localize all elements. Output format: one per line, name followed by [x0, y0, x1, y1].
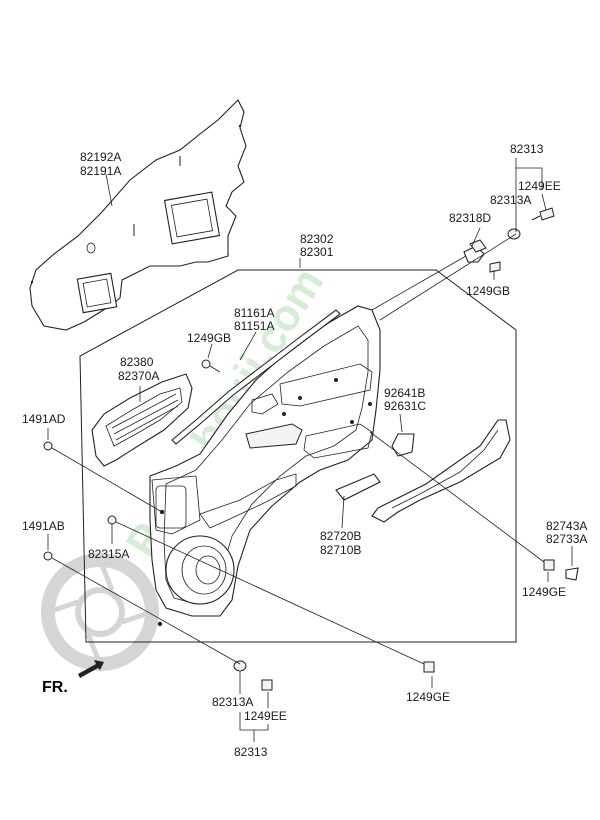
- label-82743a: 82743A: [546, 519, 587, 533]
- label-1491ab: 1491AB: [22, 519, 65, 533]
- bracket-82318d: [463, 239, 487, 263]
- label-1249ge-right: 1249GE: [522, 585, 566, 599]
- screw-1249ee-bottom: [261, 679, 273, 691]
- label-92641b: 92641B: [384, 386, 425, 400]
- label-1249ee-bottom: 1249EE: [244, 709, 287, 723]
- label-1249ge-bottom: 1249GE: [406, 690, 450, 704]
- label-82191a: 82191A: [80, 164, 121, 178]
- label-1249ee-top: 1249EE: [518, 179, 561, 193]
- label-82313-top: 82313: [510, 142, 544, 156]
- label-1491ad: 1491AD: [22, 412, 66, 426]
- label-92631c: 92631C: [384, 399, 426, 413]
- door-sealing-sheet: [29, 99, 247, 331]
- tweeter-grille-bezel: [91, 373, 193, 467]
- screw-1249ee-top: [531, 207, 555, 221]
- label-82318d: 82318D: [449, 211, 491, 225]
- label-82301: 82301: [300, 245, 334, 259]
- label-82720b: 82720B: [320, 529, 361, 543]
- belt-weatherstrip: [171, 309, 341, 445]
- leader-lines: [47, 158, 573, 742]
- label-82315a: 82315A: [88, 547, 129, 561]
- clip-1491ad: [43, 441, 53, 451]
- label-82370a: 82370A: [118, 369, 159, 383]
- trim-assembly-frame: [79, 269, 517, 643]
- clip-1491ab: [43, 551, 53, 561]
- label-82313-bottom: 82313: [234, 745, 268, 759]
- inside-handle-cover: [391, 433, 415, 457]
- watermark-logo-icon: [41, 553, 159, 671]
- screw-1249ge-right: [543, 559, 555, 571]
- label-82302: 82302: [300, 232, 334, 246]
- part-labels: 82192A 82191A 82302 82301 82313 1249EE 8…: [22, 142, 587, 759]
- label-82710b: 82710B: [320, 543, 361, 557]
- label-1249gb-right: 1249GB: [466, 284, 510, 298]
- label-82733a: 82733A: [546, 532, 587, 546]
- label-1249gb-left: 1249GB: [187, 331, 231, 345]
- label-82313a-bottom: 82313A: [212, 695, 253, 709]
- clip-82313a-top: [507, 228, 521, 240]
- label-81151a: 81151A: [234, 319, 274, 333]
- label-82380: 82380: [120, 355, 154, 369]
- pull-handle: [335, 473, 381, 501]
- clip-82315a: [107, 515, 117, 525]
- label-82192a: 82192A: [80, 150, 121, 164]
- screw-1249gb-right: [489, 261, 501, 273]
- screw-1249ge-bottom: [423, 661, 435, 673]
- clip-82313a-bottom: [233, 660, 247, 672]
- trim-end-cover: [371, 419, 511, 523]
- label-front: FR.: [42, 679, 68, 696]
- screw-1249gb-left: [201, 359, 221, 373]
- label-81161a: 81161A: [234, 306, 274, 320]
- front-direction-arrow-icon: [78, 660, 104, 678]
- cap-82743a: [565, 567, 579, 581]
- label-82313a-top: 82313A: [490, 193, 531, 207]
